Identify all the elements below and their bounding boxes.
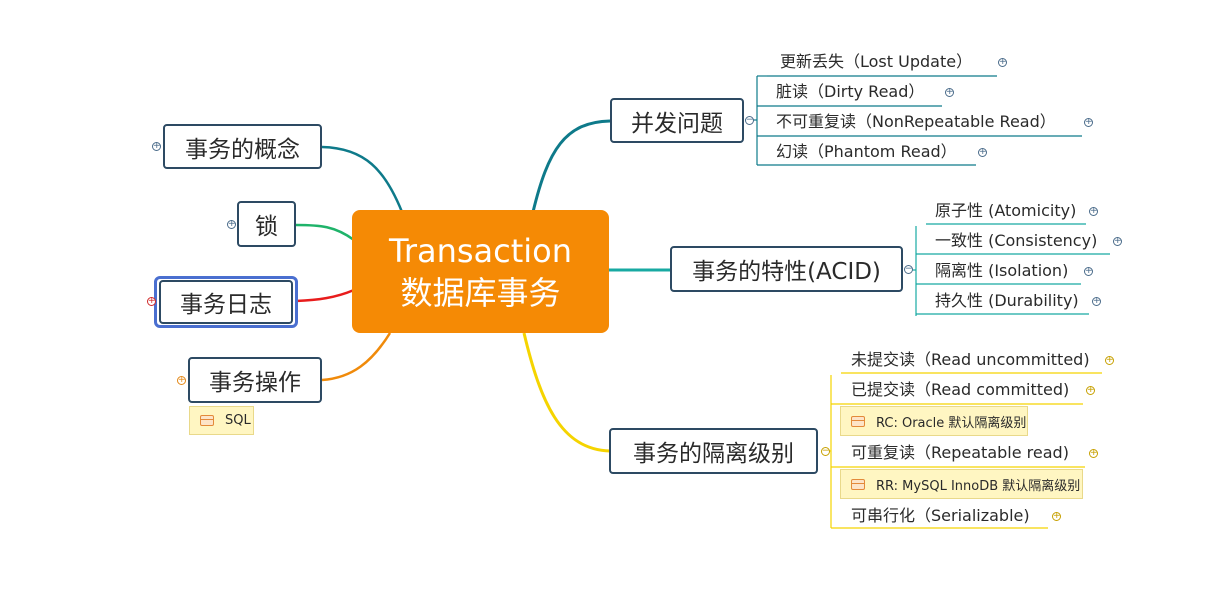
connector-lock bbox=[295, 223, 355, 242]
connector-isolation bbox=[522, 332, 611, 453]
expand-phantom-read-icon[interactable] bbox=[978, 148, 987, 157]
acid-item-atomicity[interactable]: 原子性 (Atomicity) bbox=[935, 201, 1077, 220]
note-rc-oracle-label: RC: Oracle 默认隔离级别 bbox=[876, 415, 1027, 431]
expand-lock-icon[interactable] bbox=[227, 220, 236, 229]
note-sql[interactable]: SQL bbox=[189, 406, 254, 435]
expand-consistency-icon[interactable] bbox=[1113, 237, 1122, 246]
central-title-en: Transaction bbox=[388, 231, 573, 270]
collapse-acid-icon[interactable] bbox=[904, 265, 913, 274]
collapse-isolation-level-icon[interactable] bbox=[821, 447, 830, 456]
isolation-item-read-committed[interactable]: 已提交读（Read committed) bbox=[851, 380, 1070, 399]
expand-durability-icon[interactable] bbox=[1092, 297, 1101, 306]
expand-repeatable-read-icon[interactable] bbox=[1089, 449, 1098, 458]
central-title-zh: 数据库事务 bbox=[400, 273, 561, 312]
topic-concurrency[interactable]: 并发问题 bbox=[610, 98, 744, 143]
expand-atomicity-icon[interactable] bbox=[1089, 207, 1098, 216]
note-icon bbox=[200, 415, 214, 426]
acid-item-durability[interactable]: 持久性 (Durability) bbox=[935, 291, 1079, 310]
topic-acid[interactable]: 事务的特性(ACID) bbox=[670, 246, 903, 292]
expand-concept-icon[interactable] bbox=[152, 142, 161, 151]
connector-log bbox=[295, 288, 355, 303]
expand-dirty-read-icon[interactable] bbox=[945, 88, 954, 97]
expand-serializable-icon[interactable] bbox=[1052, 512, 1061, 521]
topic-concept[interactable]: 事务的概念 bbox=[163, 124, 322, 169]
expand-read-uncommitted-icon[interactable] bbox=[1105, 356, 1114, 365]
concurrency-item-nonrepeatable-read[interactable]: 不可重复读（NonRepeatable Read） bbox=[776, 112, 1056, 131]
topic-lock[interactable]: 锁 bbox=[237, 201, 296, 247]
isolation-item-serializable[interactable]: 可串行化（Serializable) bbox=[851, 506, 1030, 525]
concurrency-item-lost-update[interactable]: 更新丢失（Lost Update） bbox=[780, 52, 973, 71]
topic-acid-label: 事务的特性(ACID) bbox=[692, 259, 881, 285]
topic-isolation-level-label: 事务的隔离级别 bbox=[633, 441, 794, 467]
acid-item-isolation[interactable]: 隔离性 (Isolation) bbox=[935, 261, 1069, 280]
expand-isolation-icon[interactable] bbox=[1084, 267, 1093, 276]
topic-concurrency-label: 并发问题 bbox=[631, 110, 723, 137]
topic-log[interactable]: 事务日志 bbox=[159, 280, 293, 324]
connector-operation bbox=[321, 332, 392, 382]
connector-concurrency bbox=[531, 119, 611, 213]
central-topic[interactable]: Transaction 数据库事务 bbox=[352, 210, 609, 333]
note-rr-mysql-label: RR: MySQL InnoDB 默认隔离级别 bbox=[876, 478, 1081, 494]
collapse-concurrency-icon[interactable] bbox=[745, 116, 754, 125]
topic-lock-label: 锁 bbox=[255, 214, 278, 240]
concurrency-item-dirty-read[interactable]: 脏读（Dirty Read） bbox=[776, 82, 925, 101]
concurrency-item-phantom-read[interactable]: 幻读（Phantom Read） bbox=[776, 142, 957, 161]
note-sql-label: SQL bbox=[225, 413, 251, 428]
topic-operation[interactable]: 事务操作 bbox=[188, 357, 322, 403]
expand-lost-update-icon[interactable] bbox=[998, 58, 1007, 67]
expand-read-committed-icon[interactable] bbox=[1086, 386, 1095, 395]
note-rr-mysql[interactable]: RR: MySQL InnoDB 默认隔离级别 bbox=[840, 469, 1083, 499]
topic-operation-label: 事务操作 bbox=[209, 370, 301, 396]
note-icon bbox=[851, 415, 865, 427]
expand-operation-icon[interactable] bbox=[177, 376, 186, 385]
isolation-item-repeatable-read[interactable]: 可重复读（Repeatable read) bbox=[851, 443, 1069, 462]
note-icon bbox=[851, 478, 865, 490]
topic-isolation-level[interactable]: 事务的隔离级别 bbox=[609, 428, 818, 474]
acid-item-consistency[interactable]: 一致性 (Consistency) bbox=[935, 231, 1098, 250]
isolation-item-read-uncommitted[interactable]: 未提交读（Read uncommitted) bbox=[851, 350, 1090, 369]
topic-log-label: 事务日志 bbox=[180, 292, 272, 318]
connector-concept bbox=[321, 145, 404, 213]
note-rc-oracle[interactable]: RC: Oracle 默认隔离级别 bbox=[840, 406, 1028, 436]
expand-nonrepeatable-read-icon[interactable] bbox=[1084, 118, 1093, 127]
expand-log-icon[interactable] bbox=[147, 297, 156, 306]
topic-concept-label: 事务的概念 bbox=[185, 136, 300, 163]
